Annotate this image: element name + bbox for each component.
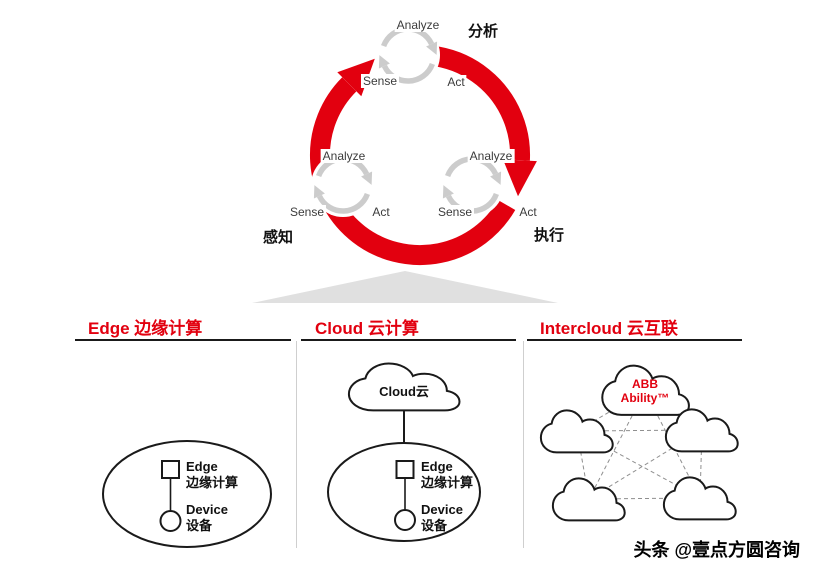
device-node-circle xyxy=(159,510,182,532)
funnel-shape xyxy=(252,271,558,303)
edge-node-label-zh: 边缘计算 xyxy=(186,475,239,490)
hub-cloud-label-line2: Ability™ xyxy=(620,391,670,405)
cycle-right-act-label: Act xyxy=(517,205,539,219)
cloud-column-title: Cloud 云计算 xyxy=(315,319,419,338)
edge-node-label-en: Edge xyxy=(421,459,453,474)
cloud-shape-bottom-left xyxy=(552,477,626,522)
red-arrowhead-right xyxy=(502,159,537,197)
cycle-left-analyze-label: Analyze xyxy=(320,149,368,163)
edge-node-label-en: Edge xyxy=(186,459,218,474)
edge-node-square xyxy=(395,460,415,479)
edge-column-title: Edge 边缘计算 xyxy=(88,319,203,338)
edge-node-label-zh: 边缘计算 xyxy=(421,475,474,490)
cloud-edge-ellipse xyxy=(327,442,481,542)
cycle-top-act-label: Act xyxy=(445,75,467,89)
device-node-circle xyxy=(394,509,416,531)
cycle-top-analyze-label: Analyze xyxy=(394,18,442,32)
red-arc-left xyxy=(310,77,516,266)
cloud-shape-bottom-right xyxy=(663,476,737,521)
device-node-label-zh: 设备 xyxy=(186,518,213,533)
cloud-column-diagram xyxy=(327,362,481,542)
edge-ellipse xyxy=(102,440,272,548)
device-node-label-zh: 设备 xyxy=(421,518,448,533)
cycle-top-sense-label: Sense xyxy=(360,74,400,88)
intercloud-column-diagram xyxy=(540,364,739,522)
cloud-node-label: Cloud云 xyxy=(379,384,429,399)
intercloud-column-title: Intercloud 云互联 xyxy=(540,319,678,338)
stage-label-execute: 执行 xyxy=(533,227,565,244)
red-arrowhead-top-left xyxy=(337,58,375,97)
edge-node-square xyxy=(161,460,180,479)
edge-column-diagram xyxy=(102,440,272,548)
device-node-label-en: Device xyxy=(186,502,228,517)
cycle-right-sense-label: Sense xyxy=(435,205,475,219)
cycle-left-act-label: Act xyxy=(370,205,392,219)
watermark-text: 头条 @壹点方圆咨询 xyxy=(633,540,800,560)
stage-label-analysis: 分析 xyxy=(467,23,499,40)
device-node-label-en: Device xyxy=(421,502,463,517)
stage-label-sense: 感知 xyxy=(262,229,294,246)
cycle-right-analyze-label: Analyze xyxy=(467,149,515,163)
cycle-left-sense-label: Sense xyxy=(287,205,327,219)
hub-cloud-label-line1: ABB xyxy=(632,377,658,391)
